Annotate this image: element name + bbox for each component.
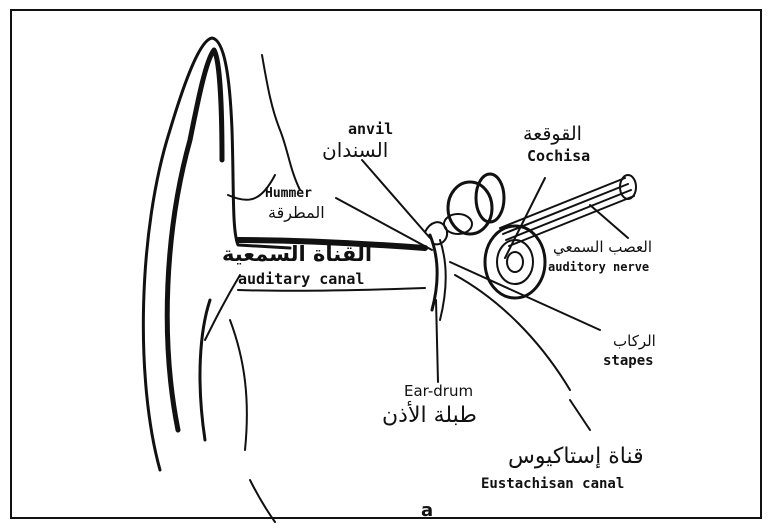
cochlea-core [507,252,523,272]
auditory-nerve-label-ar: العصب السمعي [553,240,652,255]
leader-eardrum [436,300,438,382]
cochlea-label-en: Cochisa [527,149,590,164]
figure-label: a [421,502,433,520]
leader-nerve [590,205,628,238]
leader-anvil [362,160,430,238]
face-contour [262,55,300,190]
nerve-line-3 [506,190,631,240]
tragus-line [205,275,240,340]
leader-cochlea [505,178,545,258]
anvil-label-en: anvil [348,122,393,137]
eustachian-tube [455,275,570,390]
eardrum-label-ar: طبلة الأذن [382,405,477,427]
cochlea-inner [497,240,533,284]
stapes-label-ar: الركاب [613,334,656,349]
eustachian-label-en: Eustachisan canal [481,477,624,491]
hammer-label-en: Hummer [265,187,312,200]
eardrum-label-en: Ear-drum [404,384,473,399]
hammer-label-ar: المطرقة [268,205,325,221]
middle-ear-wall [440,240,446,320]
stapes-label-en: stapes [603,354,654,368]
eardrum-shape [430,235,437,310]
eustachian-label-ar: قناة إستاكيوس [508,446,644,468]
semicircular-canal-1 [448,182,492,234]
auditory-nerve-label-en: auditory nerve [548,261,649,273]
anvil-label-ar: السندان [322,140,388,160]
nerve-line-1 [500,178,625,228]
canal-bottom [238,288,425,291]
auditory-canal-label-en: auditary canal [238,272,364,287]
head-lower-contour [250,480,275,522]
pinna-inner-fold [200,300,210,440]
leader-eustachian [570,400,590,430]
lobe-contour [230,320,247,450]
pinna-rim-fold [167,50,222,430]
cochlea-label-ar: القوقعة [523,125,582,144]
auditory-canal-label-ar: القناة السمعية [222,244,372,265]
